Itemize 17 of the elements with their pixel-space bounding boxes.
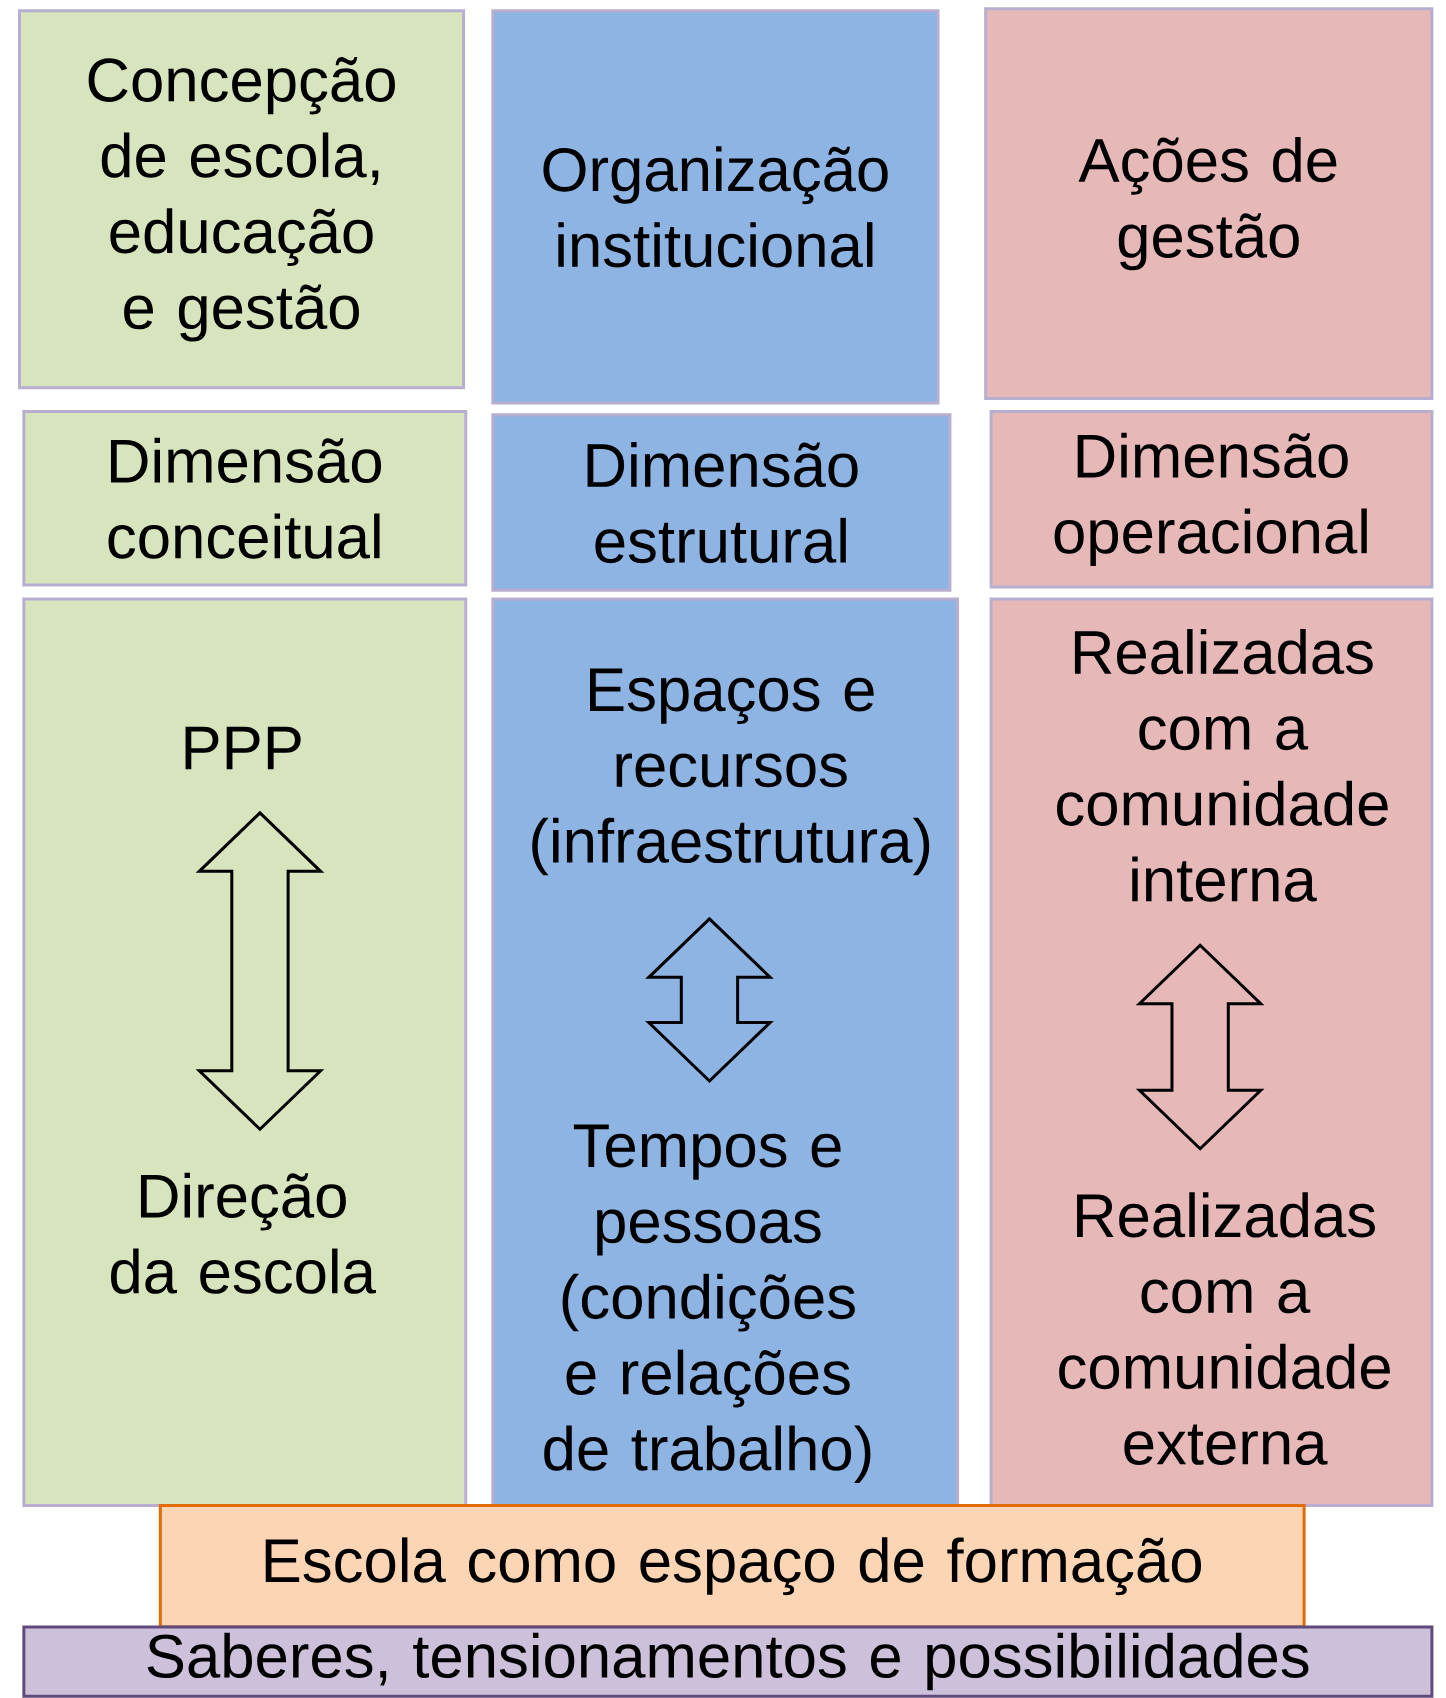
text: Realizadas com a comunidade interna [1057, 629, 1388, 902]
double-arrow [1135, 943, 1265, 1151]
box: Dimensão operacional [989, 410, 1434, 589]
banner-box: Escola como espaço de formação [158, 1504, 1306, 1629]
box [989, 597, 1434, 1508]
text: Espaços e recursos (infraestrutura) [532, 668, 930, 876]
text: Direção da escola [111, 1172, 376, 1294]
box: Dimensão conceitual [22, 410, 468, 587]
box [22, 597, 468, 1508]
banner-box: Saberes, tensionamentos e possibilidades [22, 1625, 1434, 1698]
box: Ações de gestão [984, 7, 1434, 401]
box: Organização institucional [491, 9, 940, 405]
text: Tempos e pessoas (condições e relações de trabalho) [544, 1124, 871, 1483]
text: Realizadas com a comunidade externa [1059, 1192, 1390, 1465]
text: PPP [185, 726, 301, 770]
box: Dimensão estrutural [491, 413, 952, 592]
box: Concepção de escola, educação e gestão [18, 9, 466, 390]
